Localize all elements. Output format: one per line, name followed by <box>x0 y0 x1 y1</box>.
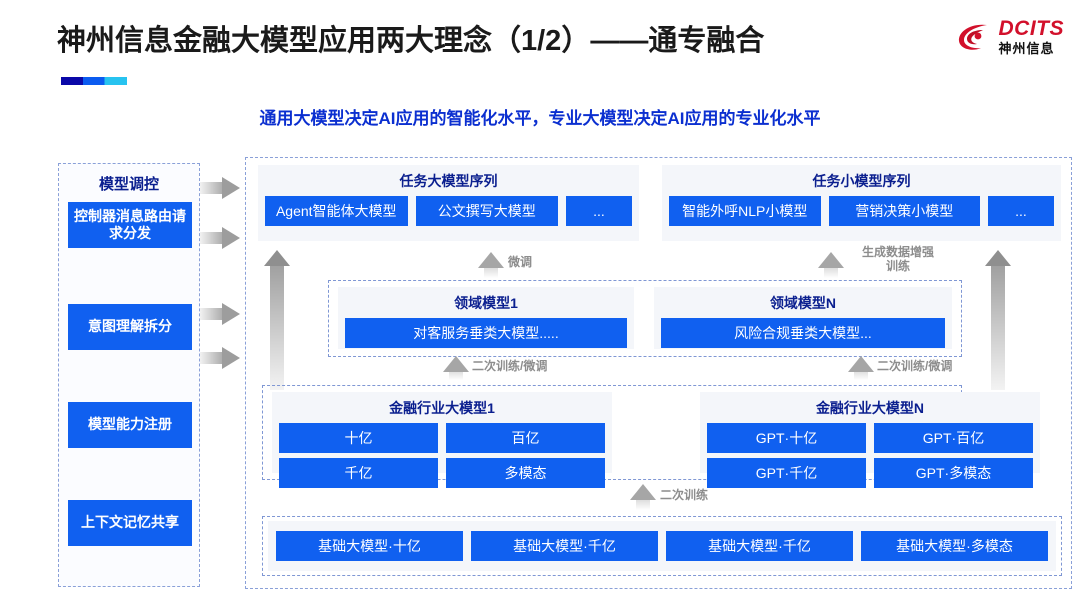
chip-row: 十亿 百亿 <box>279 423 605 453</box>
arrow-head <box>222 177 240 199</box>
chip-more-task-small[interactable]: ... <box>988 196 1054 226</box>
chip-row: 风险合规垂类大模型... <box>661 318 945 348</box>
arrow-stem <box>991 262 1005 390</box>
uparrow-retrain-base <box>630 484 656 510</box>
chip-row: Agent智能体大模型 公文撰写大模型 ... <box>265 196 632 226</box>
connector-arrow-4 <box>200 347 240 369</box>
arrow-stem <box>200 308 224 320</box>
chip-ten-billion[interactable]: 百亿 <box>446 423 605 453</box>
arrow-head <box>478 252 504 268</box>
panel-title-industry-n: 金融行业大模型N <box>815 400 925 416</box>
arrow-head <box>264 250 290 266</box>
uparrow-retrain-right <box>848 356 874 380</box>
chip-grid: 十亿 百亿 千亿 多模态 <box>279 423 605 488</box>
sidebar-item-capability-registry[interactable]: 模型能力注册 <box>68 402 192 448</box>
accent-bar <box>61 77 127 85</box>
sidebar-item-context-memory[interactable]: 上下文记忆共享 <box>68 500 192 546</box>
dcits-swirl-logo-icon <box>956 19 992 55</box>
arrow-label-finetune-left: 微调 <box>508 255 533 269</box>
chip-billion[interactable]: 十亿 <box>279 423 438 453</box>
band-base-models <box>262 516 1062 576</box>
panel-domain-model-1: 领域模型1 对客服务垂类大模型..... <box>338 287 634 349</box>
arrow-label-line-1: 生成数据增强 <box>861 245 934 259</box>
sidebar-model-control: 模型调控 控制器消息路由请求分发 意图理解拆分 模型能力注册 上下文记忆共享 <box>58 163 200 587</box>
chip-base-multimodal[interactable]: 基础大模型·多模态 <box>861 531 1048 561</box>
panel-industry-model-n: 金融行业大模型N GPT·十亿 GPT·百亿 GPT·千亿 GPT·多模态 <box>700 392 1040 488</box>
sidebar-item-controller-routing[interactable]: 控制器消息路由请求分发 <box>68 202 192 248</box>
panel-domain-model-n: 领域模型N 风险合规垂类大模型... <box>654 287 952 349</box>
uparrow-finetune-left <box>478 252 504 278</box>
arrow-label-data-aug-right: 生成数据增强 训练 <box>848 245 948 274</box>
chip-gpt-billion[interactable]: GPT·十亿 <box>707 423 866 453</box>
chip-row: 对客服务垂类大模型..... <box>345 318 627 348</box>
chip-gpt-hundred-billion[interactable]: GPT·千亿 <box>707 458 866 488</box>
logo-cn-text: 神州信息 <box>998 41 1055 56</box>
arrow-head <box>443 356 469 372</box>
arrow-head <box>630 484 656 500</box>
chip-grid: GPT·十亿 GPT·百亿 GPT·千亿 GPT·多模态 <box>707 423 1033 488</box>
chip-customer-service-vertical-model[interactable]: 对客服务垂类大模型..... <box>345 318 627 348</box>
chip-row: GPT·千亿 GPT·多模态 <box>707 458 1033 488</box>
arrow-head <box>222 227 240 249</box>
uparrow-retrain-left <box>443 356 469 380</box>
chip-gpt-multimodal[interactable]: GPT·多模态 <box>874 458 1033 488</box>
sidebar-title: 模型调控 <box>98 176 159 193</box>
panel-industry-model-1: 金融行业大模型1 十亿 百亿 千亿 多模态 <box>272 392 612 488</box>
arrow-head <box>222 303 240 325</box>
chip-more-task-large[interactable]: ... <box>566 196 632 226</box>
uparrow-base-to-task-left <box>263 250 291 390</box>
sidebar-item-intent-parsing[interactable]: 意图理解拆分 <box>68 304 192 350</box>
panel-task-small-models: 任务小模型序列 智能外呼NLP小模型 营销决策小模型 ... <box>662 165 1061 241</box>
arrow-head <box>222 347 240 369</box>
band-domain-models <box>328 280 962 357</box>
arrow-label-retrain-base: 二次训练 <box>660 488 709 502</box>
panel-base-models: 基础大模型·十亿 基础大模型·千亿 基础大模型·千亿 基础大模型·多模态 <box>268 521 1056 571</box>
panel-task-large-models: 任务大模型序列 Agent智能体大模型 公文撰写大模型 ... <box>258 165 639 241</box>
panel-title-task-large: 任务大模型序列 <box>399 173 498 189</box>
arrow-head <box>848 356 874 372</box>
chip-risk-compliance-vertical-model[interactable]: 风险合规垂类大模型... <box>661 318 945 348</box>
chip-base-hundred-billion-2[interactable]: 基础大模型·千亿 <box>666 531 853 561</box>
connector-arrow-1 <box>200 177 240 199</box>
uparrow-base-to-task-right <box>984 250 1012 390</box>
chip-multimodal[interactable]: 多模态 <box>446 458 605 488</box>
connector-arrow-3 <box>200 303 240 325</box>
chip-row: 基础大模型·十亿 基础大模型·千亿 基础大模型·千亿 基础大模型·多模态 <box>276 531 1048 561</box>
logo-wordmark: DCITS 神州信息 <box>999 18 1065 55</box>
arrow-stem <box>200 232 224 244</box>
logo-en-text: DCITS <box>998 17 1064 40</box>
chip-agent-large-model[interactable]: Agent智能体大模型 <box>265 196 408 226</box>
chip-row: 千亿 多模态 <box>279 458 605 488</box>
chip-gpt-ten-billion[interactable]: GPT·百亿 <box>874 423 1033 453</box>
page-subtitle: 通用大模型决定AI应用的智能化水平，专业大模型决定AI应用的专业化水平 <box>259 109 821 128</box>
connector-arrow-2 <box>200 227 240 249</box>
chip-row: 智能外呼NLP小模型 营销决策小模型 ... <box>669 196 1054 226</box>
chip-marketing-decision-small-model[interactable]: 营销决策小模型 <box>828 196 980 226</box>
chip-base-hundred-billion-1[interactable]: 基础大模型·千亿 <box>471 531 658 561</box>
arrow-label-line-2: 训练 <box>885 258 910 273</box>
panel-title-task-small: 任务小模型序列 <box>812 173 911 189</box>
panel-title-domain-n: 领域模型N <box>769 295 837 311</box>
chip-hundred-billion[interactable]: 千亿 <box>279 458 438 488</box>
arrow-label-retrain-left: 二次训练/微调 <box>472 359 548 373</box>
arrow-stem <box>270 262 284 390</box>
chip-outbound-nlp-small-model[interactable]: 智能外呼NLP小模型 <box>669 196 821 226</box>
arrow-head <box>985 250 1011 266</box>
uparrow-data-aug-right <box>818 252 844 278</box>
arrow-stem <box>200 352 224 364</box>
panel-title-domain-1: 领域模型1 <box>454 295 518 311</box>
chip-doc-writing-large-model[interactable]: 公文撰写大模型 <box>415 196 558 226</box>
arrow-stem <box>200 182 224 194</box>
arrow-head <box>818 252 844 268</box>
arrow-label-retrain-right: 二次训练/微调 <box>877 359 953 373</box>
page-title: 神州信息金融大模型应用两大理念（1/2）——通专融合 <box>57 25 765 57</box>
architecture-region <box>245 157 1072 589</box>
chip-row: GPT·十亿 GPT·百亿 <box>707 423 1033 453</box>
panel-title-industry-1: 金融行业大模型1 <box>389 400 495 416</box>
chip-base-billion[interactable]: 基础大模型·十亿 <box>276 531 463 561</box>
brand-logo: DCITS 神州信息 <box>956 18 1065 55</box>
